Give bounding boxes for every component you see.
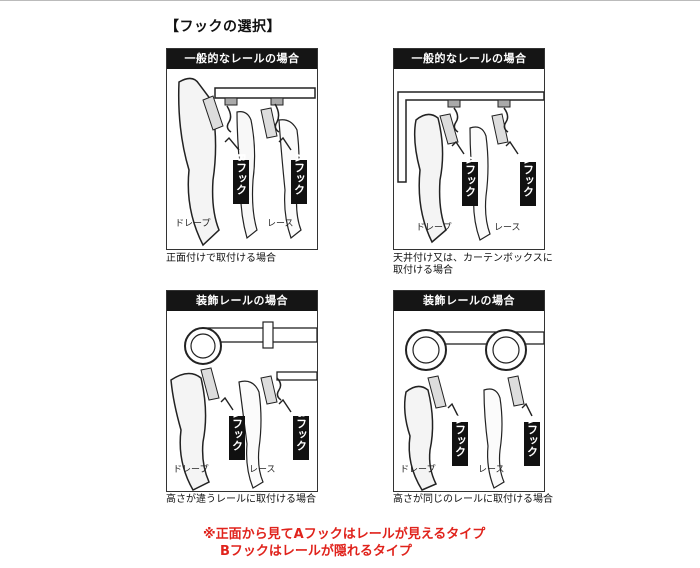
section-title: 【フックの選択】: [165, 16, 281, 36]
panel-decorative-rail-same-height: 装飾レールの場合 Aフック Aフック ドレープ レース: [393, 290, 545, 492]
drape-label: ドレープ: [400, 464, 435, 475]
panel-standard-rail-front: 一般的なレールの場合 Bフック Aフック ドレープ レース: [166, 48, 318, 250]
illustration-standard-rail-front: Bフック Aフック ドレープ レース: [167, 70, 317, 250]
hook-label-left: Aフック: [231, 409, 244, 451]
panel-decorative-rail-different-height: 装飾レールの場合 Aフック Bフック ドレープ レース: [166, 290, 318, 492]
illustration-standard-rail-ceiling: Aフック Aフック ドレープ レース: [394, 70, 544, 250]
caption-panel-4: 高さが同じのレールに取付ける場合: [393, 494, 553, 506]
caption-panel-2: 天井付け又は、カーテンボックスに取付ける場合: [393, 253, 553, 277]
pointer-line: [448, 404, 458, 416]
hook-label-right: Aフック: [526, 415, 539, 457]
lace-label: レース: [267, 219, 294, 229]
pointer-line: [522, 404, 532, 416]
hook-label-right: Aフック: [293, 153, 306, 195]
hook: [454, 108, 458, 132]
hook-tape: [508, 376, 524, 406]
hook-label-right: Bフック: [295, 409, 308, 450]
hook-label-left: Aフック: [464, 155, 477, 197]
panel-header: 装飾レールの場合: [394, 291, 544, 311]
runner: [225, 98, 237, 105]
hook: [277, 378, 281, 400]
runner: [271, 98, 283, 105]
runner: [498, 100, 510, 107]
illustration-decorative-rail-different-height: Aフック Bフック ドレープ レース: [167, 312, 317, 492]
ring-inner: [413, 337, 439, 363]
pointer-line: [452, 142, 464, 154]
panel-header: 装飾レールの場合: [167, 291, 317, 311]
lower-rail: [277, 372, 317, 380]
bracket: [263, 322, 273, 348]
caption-panel-1: 正面付けで取付ける場合: [166, 253, 326, 265]
hook-label-left: Aフック: [454, 415, 467, 457]
hook: [227, 106, 231, 132]
ring-inner: [493, 337, 519, 363]
hook: [504, 108, 508, 132]
panel-header: 一般的なレールの場合: [167, 49, 317, 69]
drape-label: ドレープ: [173, 464, 208, 475]
top-divider: [0, 0, 700, 1]
hook-tape: [261, 108, 277, 138]
pointer-line: [221, 398, 233, 410]
panel-standard-rail-ceiling: 一般的なレールの場合 Aフック Aフック ドレープ レース: [393, 48, 545, 250]
note-line-1: ※正面から見てAフックはレールが見えるタイプ: [203, 527, 485, 542]
hook-type-note: ※正面から見てAフックはレールが見えるタイプ Bフックはレールが隠れるタイプ: [203, 526, 485, 560]
runner: [448, 100, 460, 107]
hook-label-left: Bフック: [235, 153, 248, 194]
rail: [215, 88, 315, 98]
pointer-line: [279, 400, 291, 412]
hook: [275, 104, 279, 132]
drape-label: ドレープ: [175, 218, 210, 229]
panel-header: 一般的なレールの場合: [394, 49, 544, 69]
hook-tape: [261, 376, 277, 404]
hook-label-right: Aフック: [522, 155, 535, 197]
illustration-decorative-rail-same-height: Aフック Aフック ドレープ レース: [394, 312, 544, 492]
note-line-2: Bフックはレールが隠れるタイプ: [203, 543, 485, 560]
lace-label: レース: [249, 465, 276, 475]
drape-label: ドレープ: [416, 222, 451, 233]
caption-panel-3: 高さが違うレールに取付ける場合: [166, 494, 326, 506]
lace-label: レース: [494, 223, 521, 233]
pointer-line: [506, 142, 518, 154]
ring-inner: [191, 334, 215, 358]
pointer-line: [225, 138, 239, 150]
lace-label: レース: [478, 465, 505, 475]
